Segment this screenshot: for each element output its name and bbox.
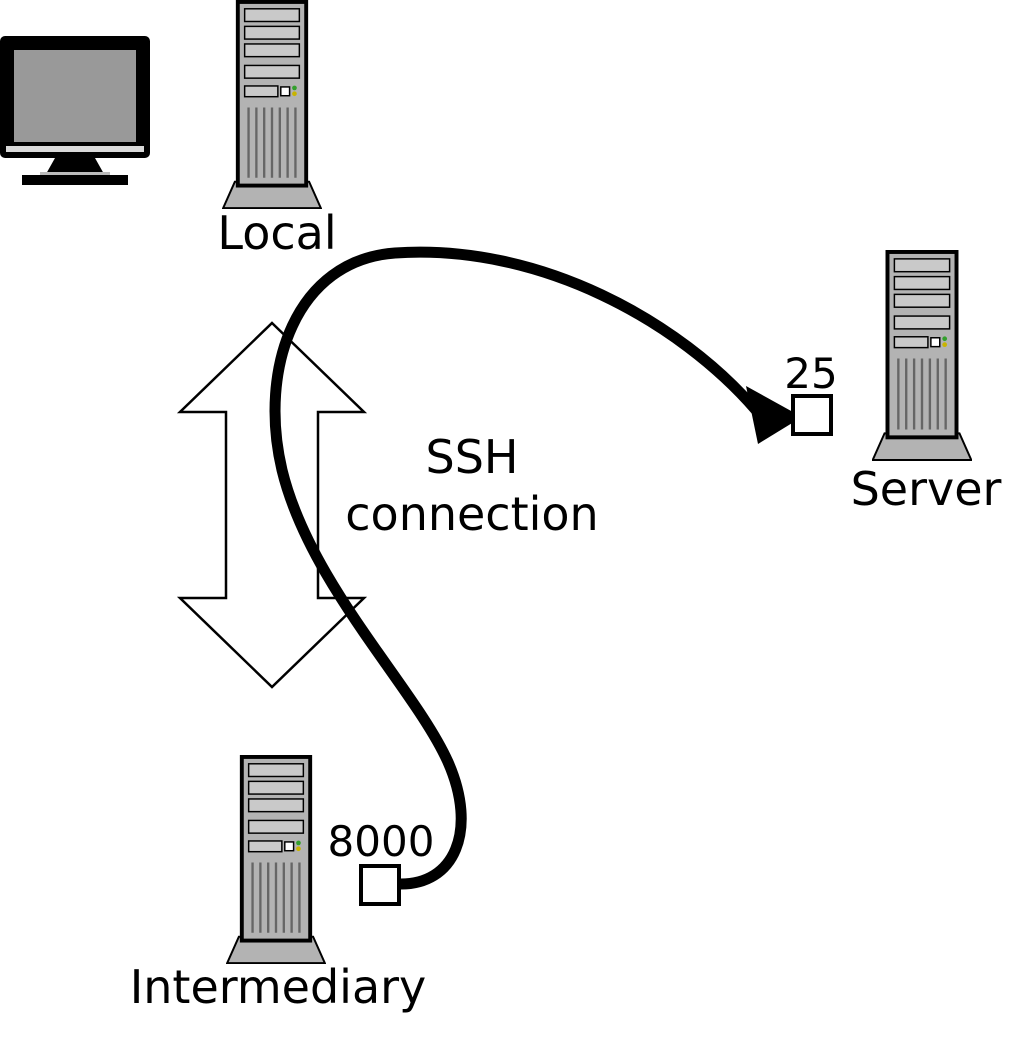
ssh-double-arrow: [176, 321, 368, 689]
tunnel-curve: [269, 246, 761, 890]
server-label: Server: [851, 462, 1002, 516]
port-25-box: [791, 394, 833, 436]
ssh-connection-label-line1: SSH: [426, 430, 519, 484]
server-tower-icon: [872, 250, 972, 462]
port-8000-box: [359, 864, 401, 906]
intermediary-tower-icon: [226, 755, 326, 965]
port-25-label: 25: [784, 349, 837, 398]
monitor-icon: [0, 36, 150, 185]
port-8000-label: 8000: [328, 817, 435, 866]
local-tower-icon: [222, 0, 322, 210]
intermediary-label: Intermediary: [130, 960, 427, 1014]
ssh-connection-label-line2: connection: [345, 487, 598, 541]
tunnel-arrowhead-icon: [746, 386, 802, 444]
local-label: Local: [217, 206, 336, 260]
